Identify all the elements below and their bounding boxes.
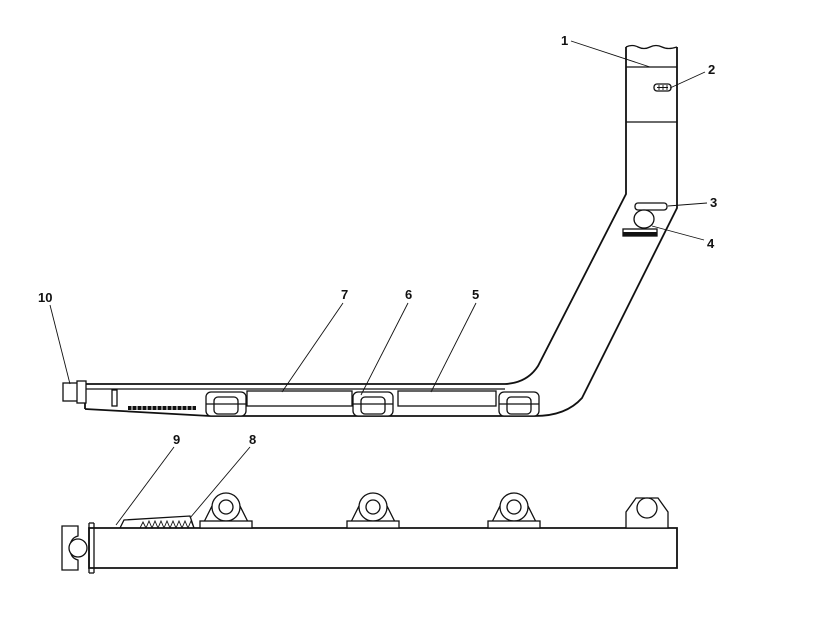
clamp-left <box>205 391 247 417</box>
upper-tube-assembly <box>62 44 678 417</box>
callout-7: 7 <box>341 287 348 302</box>
callout-8: 8 <box>249 432 256 447</box>
tube-break-line <box>625 44 678 50</box>
leader-6 <box>360 302 409 396</box>
leader-8 <box>189 446 251 519</box>
leader-lines <box>49 40 708 526</box>
leader-9 <box>115 446 175 526</box>
fitting-base-shade <box>623 232 657 236</box>
leader-3 <box>667 202 708 207</box>
bar-end-hole <box>68 538 88 558</box>
callout-9: 9 <box>173 432 180 447</box>
callout-3: 3 <box>710 195 717 210</box>
lower-bar-assembly <box>61 492 678 574</box>
callout-1: 1 <box>561 33 568 48</box>
end-cap-collar <box>76 380 87 404</box>
ring-mount-right <box>487 492 541 529</box>
leader-4 <box>651 225 705 241</box>
clamp-right <box>498 391 540 417</box>
fitting-cap <box>634 202 668 211</box>
fitting-body <box>633 209 655 229</box>
end-lug <box>625 497 669 529</box>
bar-serration-teeth <box>139 519 195 530</box>
callout-5: 5 <box>472 287 479 302</box>
leader-2 <box>669 71 706 89</box>
clamp-middle <box>352 391 394 417</box>
callout-numbers: 1 2 3 4 5 6 7 8 9 10 <box>38 33 717 447</box>
callout-4: 4 <box>707 236 715 251</box>
bar-serration-outline <box>119 515 195 529</box>
serrated-band-teeth <box>131 406 193 410</box>
ring-mount-left <box>199 492 253 529</box>
callout-2: 2 <box>708 62 715 77</box>
callout-6: 6 <box>405 287 412 302</box>
tube-inner-edge <box>85 47 627 385</box>
bar-body <box>88 527 678 569</box>
ring-mount-middle <box>346 492 400 529</box>
leader-5 <box>430 302 477 393</box>
leader-7 <box>281 302 344 393</box>
leader-10 <box>49 304 71 385</box>
callout-10: 10 <box>38 290 52 305</box>
tag-plate-detail <box>657 85 668 90</box>
sleeve-left <box>246 390 353 407</box>
leader-1 <box>570 40 651 68</box>
tube-bottom-edge <box>84 408 522 417</box>
sleeve-right <box>397 390 497 407</box>
tube-slot <box>111 389 118 407</box>
